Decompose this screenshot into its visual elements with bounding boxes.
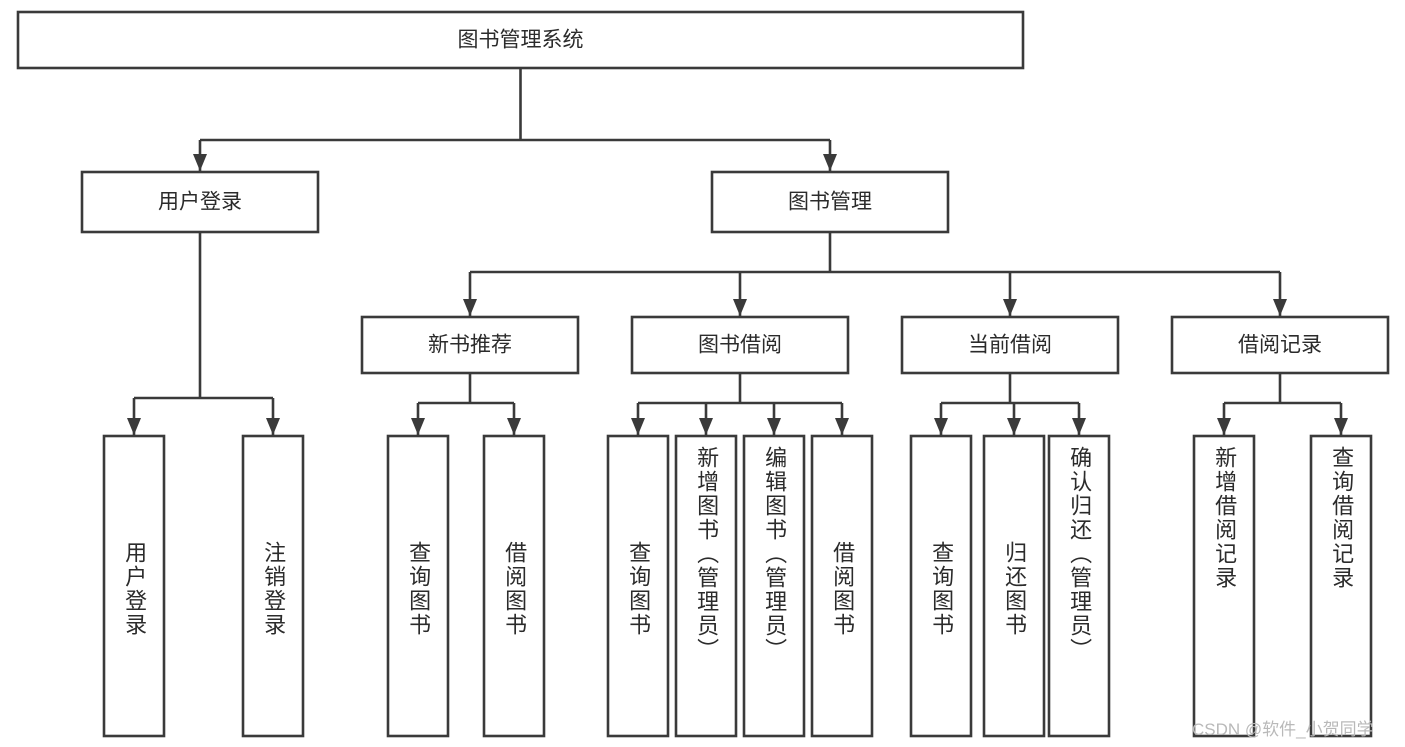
edge-l2-0-arrow-1 xyxy=(507,418,521,435)
node-leaf-1[interactable] xyxy=(241,434,305,738)
node-l2-0[interactable] xyxy=(360,315,580,375)
edge-l2-2-arrow-1 xyxy=(1007,418,1021,435)
node-leaf-9[interactable] xyxy=(982,434,1046,738)
node-leaf-11[interactable] xyxy=(1192,434,1256,738)
edge-login-arrow-1 xyxy=(266,418,280,435)
node-leaf-0[interactable] xyxy=(102,434,166,738)
node-leaf-10[interactable] xyxy=(1047,434,1111,738)
edge-l2-3-arrow-0 xyxy=(1217,418,1231,435)
node-l1-0-label: 用户登录 xyxy=(158,191,242,214)
node-root-label: 图书管理系统 xyxy=(458,29,584,52)
node-l2-3[interactable] xyxy=(1170,315,1390,375)
node-leaf-8[interactable] xyxy=(909,434,973,738)
node-l2-2-label: 当前借阅 xyxy=(968,334,1052,357)
node-l1-1-label: 图书管理 xyxy=(788,191,872,214)
node-l2-2[interactable] xyxy=(900,315,1120,375)
node-l1-1[interactable] xyxy=(710,170,950,234)
edge-l2-3-arrow-1 xyxy=(1334,418,1348,435)
edge-book-mgmt-arrow-1 xyxy=(733,299,747,316)
edge-l2-1-arrow-2 xyxy=(767,418,781,435)
node-leaf-4[interactable] xyxy=(606,434,670,738)
node-leaf-5[interactable] xyxy=(674,434,738,738)
edge-root-arrow-0 xyxy=(193,154,207,171)
node-leaf-2[interactable] xyxy=(386,434,450,738)
node-root[interactable] xyxy=(16,10,1025,70)
node-l2-1[interactable] xyxy=(630,315,850,375)
edge-l2-2-arrow-2 xyxy=(1072,418,1086,435)
node-leaf-12[interactable] xyxy=(1309,434,1373,738)
edge-book-mgmt-arrow-2 xyxy=(1003,299,1017,316)
edge-l2-1-arrow-3 xyxy=(835,418,849,435)
edge-l2-0-arrow-0 xyxy=(411,418,425,435)
edge-l2-1-arrow-0 xyxy=(631,418,645,435)
edge-login-arrow-0 xyxy=(127,418,141,435)
edge-root-arrow-1 xyxy=(823,154,837,171)
node-l2-3-label: 借阅记录 xyxy=(1238,334,1322,357)
node-leaf-6[interactable] xyxy=(742,434,806,738)
connectors-layer xyxy=(127,68,1348,435)
node-l1-0[interactable] xyxy=(80,170,320,234)
node-leaf-7[interactable] xyxy=(810,434,874,738)
node-l2-0-label: 新书推荐 xyxy=(428,334,512,357)
node-leaf-3[interactable] xyxy=(482,434,546,738)
edge-l2-2-arrow-0 xyxy=(934,418,948,435)
edge-book-mgmt-arrow-3 xyxy=(1273,299,1287,316)
boxes-layer xyxy=(16,10,1390,738)
node-l2-1-label: 图书借阅 xyxy=(698,334,782,357)
edge-book-mgmt-arrow-0 xyxy=(463,299,477,316)
edge-l2-1-arrow-1 xyxy=(699,418,713,435)
